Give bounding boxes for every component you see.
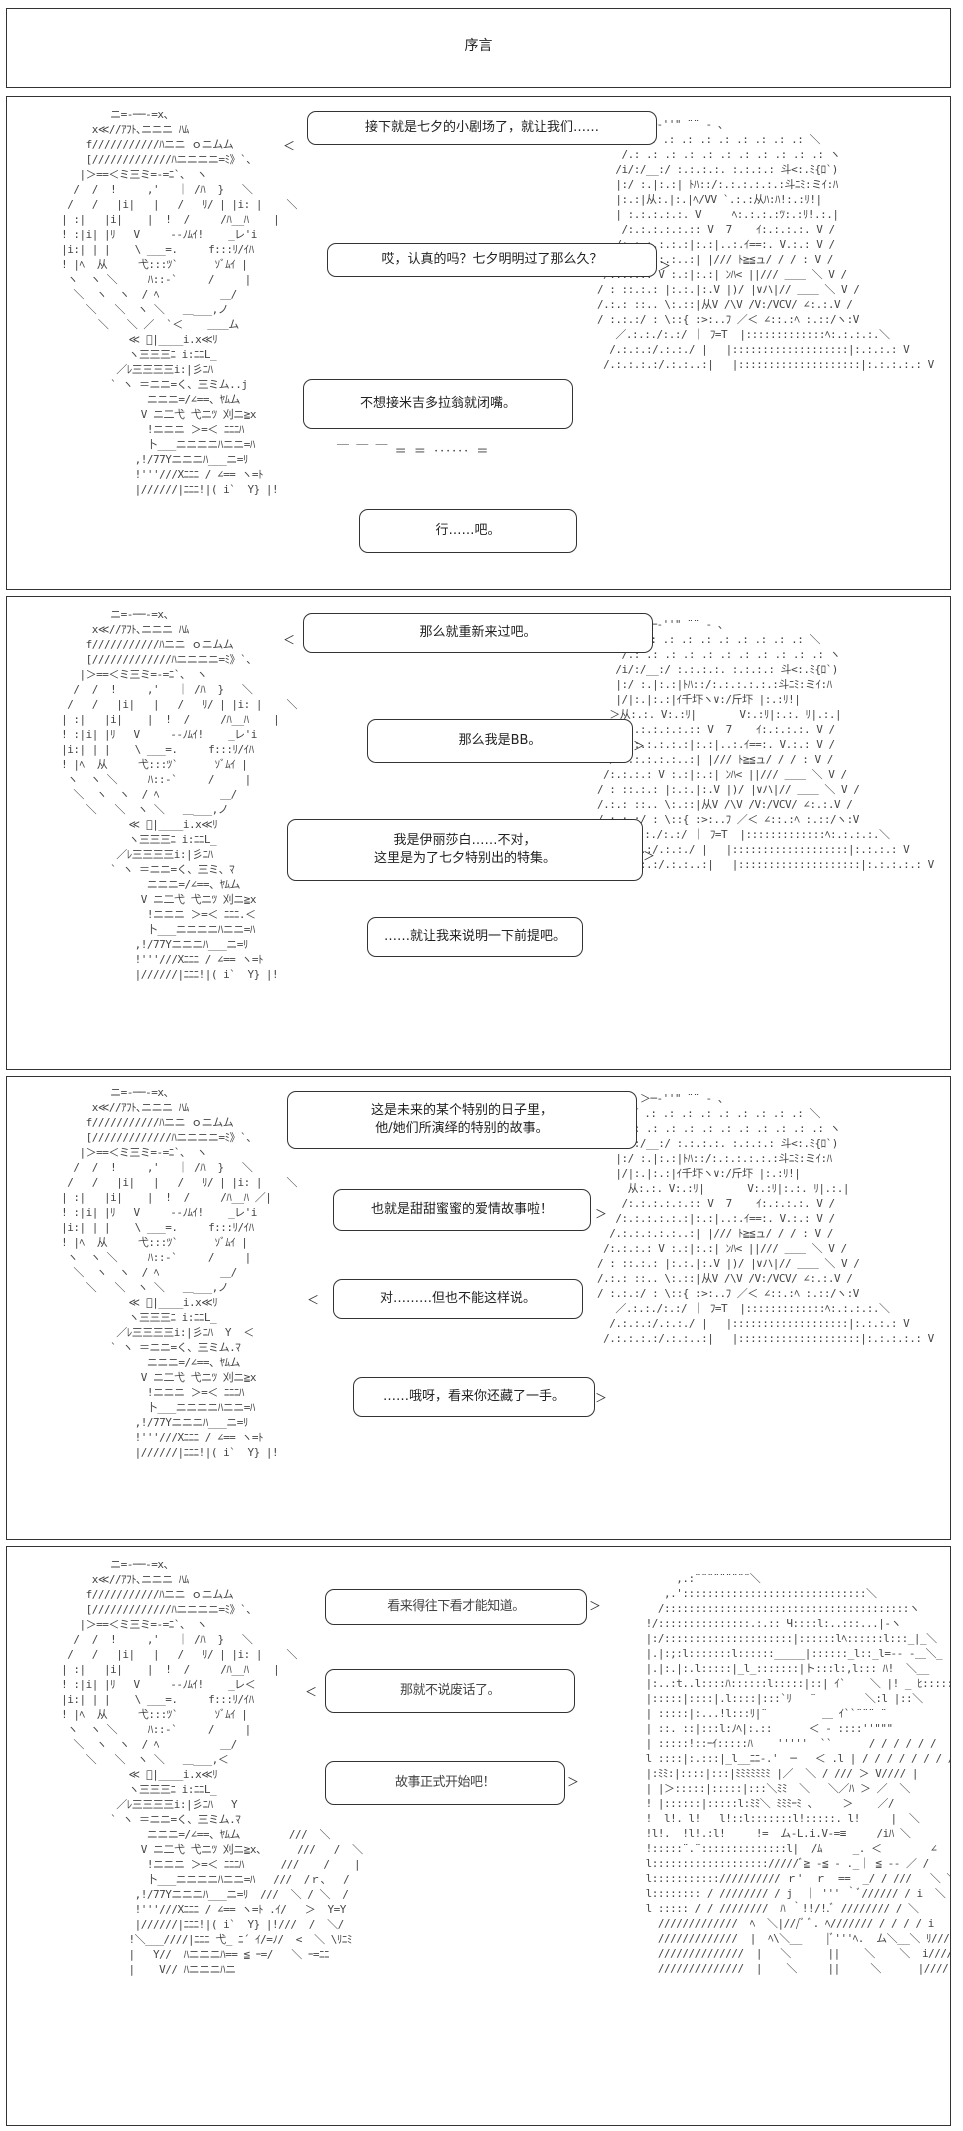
- bubble-text: 接下就是七夕的小剧场了，就让我们……: [364, 120, 599, 135]
- bubble-tail: ＞: [595, 1207, 608, 1221]
- right-character-art: ＞─‐''" ¨¨ ‐ 、 ／ .: .: .: .: .: .: .: .: …: [597, 118, 934, 371]
- bubble-text: 也就是甜甜蜜蜜的爱情故事啦！: [370, 1202, 553, 1217]
- bubble-text: 看来得往下看才能知道。: [387, 1599, 525, 1614]
- speech-bubble: 那么就重新来过吧。: [303, 613, 653, 653]
- left-character-art: ニ=-──-=x、 x≪//ｱﾌﾄ､ニニニ ﾊﾑ f///////////ﾊニニ…: [61, 108, 298, 496]
- panel-1: ニ=-──-=x、 x≪//ｱﾌﾄ､ニニニ ﾊﾑ f///////////ﾊニニ…: [6, 96, 951, 590]
- left-character-art: ニ=-──-=x、 x≪//ｱﾌﾄ､ニニニ ﾊﾑ f///////////ﾊニニ…: [61, 1086, 298, 1459]
- bubble-text: 那就不说废话了。: [399, 1683, 501, 1698]
- bubble-text: 故事正式开始吧！: [394, 1775, 496, 1790]
- bubble-tail: ＞: [589, 1599, 601, 1613]
- bubble-tail: ＞: [595, 1391, 608, 1405]
- panel-2: ニ=-──-=x、 x≪//ｱﾌﾄ､ニニニ ﾊﾑ f///////////ﾊニニ…: [6, 596, 951, 1070]
- speech-bubble: 我是伊丽莎白……不对， 这里是为了七夕特别出的特集。: [287, 819, 643, 881]
- speech-bubble: 不想接米吉多拉翁就闭嘴。: [303, 379, 573, 429]
- panel-4: ニ=-──-=x、 x≪//ｱﾌﾄ､ニニニ ﾊﾑ f///////////ﾊニニ…: [6, 1546, 951, 2126]
- bubble-text-line: 他/她们所演绎的特别的故事。: [375, 1121, 549, 1136]
- bubble-text: ……就让我来说明一下前提吧。: [383, 929, 566, 944]
- title-frame: 序言: [6, 8, 951, 88]
- page-title: 序言: [464, 38, 493, 54]
- bubble-tail: ＜: [307, 1293, 320, 1307]
- speech-bubble: 那就不说废话了。: [325, 1669, 575, 1713]
- left-character-art: ニ=-──-=x、 x≪//ｱﾌﾄ､ニニニ ﾊﾑ f///////////ﾊニニ…: [61, 608, 298, 981]
- speech-bubble: 行……吧。: [359, 509, 577, 553]
- right-character-art: ,.:¨¨¨¨¨¨¨¨¨＼ ,.':::::::::::::::::::::::…: [645, 1572, 951, 1975]
- speech-bubble: 故事正式开始吧！: [325, 1761, 565, 1805]
- bubble-text: 对………但也不能这样说。: [379, 1291, 536, 1306]
- bubble-tail: ＜: [283, 633, 296, 647]
- bubble-text: 不想接米吉多拉翁就闭嘴。: [359, 396, 516, 411]
- speech-bubble: 接下就是七夕的小剧场了，就让我们……: [307, 111, 657, 145]
- bubble-text-line: 这是未来的某个特别的日子里，: [370, 1103, 553, 1118]
- bubble-tail: ＜: [305, 1685, 317, 1699]
- speech-bubble: 对………但也不能这样说。: [333, 1279, 583, 1319]
- bubble-tail: ＞: [659, 259, 672, 273]
- speech-bubble: 那么我是BB。: [367, 719, 633, 763]
- right-character-art: ＞─‐''" ¨¨ ‐ 、 ／ .: .: .: .: .: .: .: .: …: [597, 618, 934, 871]
- speech-bubble: 看来得往下看才能知道。: [325, 1589, 587, 1625]
- left-character-art: ニ=-──-=x、 x≪//ｱﾌﾄ､ニニニ ﾊﾑ f///////////ﾊニニ…: [55, 1557, 950, 2097]
- panel-3: ニ=-──-=x、 x≪//ｱﾌﾄ､ニニニ ﾊﾑ f///////////ﾊニニ…: [6, 1076, 951, 1540]
- speech-bubble: ……哦呀，看来你还藏了一手。: [353, 1377, 595, 1417]
- right-character-art: ＞─‐''" ¨¨ ‐ 、 ／ .: .: .: .: .: .: .: .: …: [597, 1092, 934, 1345]
- bubble-tail: ￣ ￣ ￣ ＝ ＝ ‥‥‥ ＝: [337, 444, 489, 458]
- speech-bubble: ……就让我来说明一下前提吧。: [367, 917, 583, 957]
- speech-bubble: 这是未来的某个特别的日子里， 他/她们所演绎的特别的故事。: [287, 1091, 637, 1149]
- bubble-text: 那么我是BB。: [458, 733, 542, 748]
- bubble-tail: ＞: [567, 1775, 579, 1789]
- bubble-text-line: 我是伊丽莎白……不对，: [393, 833, 537, 848]
- bubble-tail: ＜: [283, 139, 296, 153]
- bubble-text: 行……吧。: [435, 523, 501, 538]
- speech-bubble: 哎，认真的吗？七夕明明过了那么久？: [327, 243, 657, 277]
- bubble-text: ……哦呀，看来你还藏了一手。: [382, 1389, 565, 1404]
- bubble-text: 那么就重新来过吧。: [419, 625, 537, 640]
- bubble-tail: ＞: [633, 739, 646, 753]
- bubble-tail: ＞: [643, 849, 656, 863]
- bubble-text: 哎，认真的吗？七夕明明过了那么久？: [381, 252, 603, 267]
- bubble-text-line: 这里是为了七夕特别出的特集。: [373, 851, 556, 866]
- speech-bubble: 也就是甜甜蜜蜜的爱情故事啦！: [333, 1189, 591, 1231]
